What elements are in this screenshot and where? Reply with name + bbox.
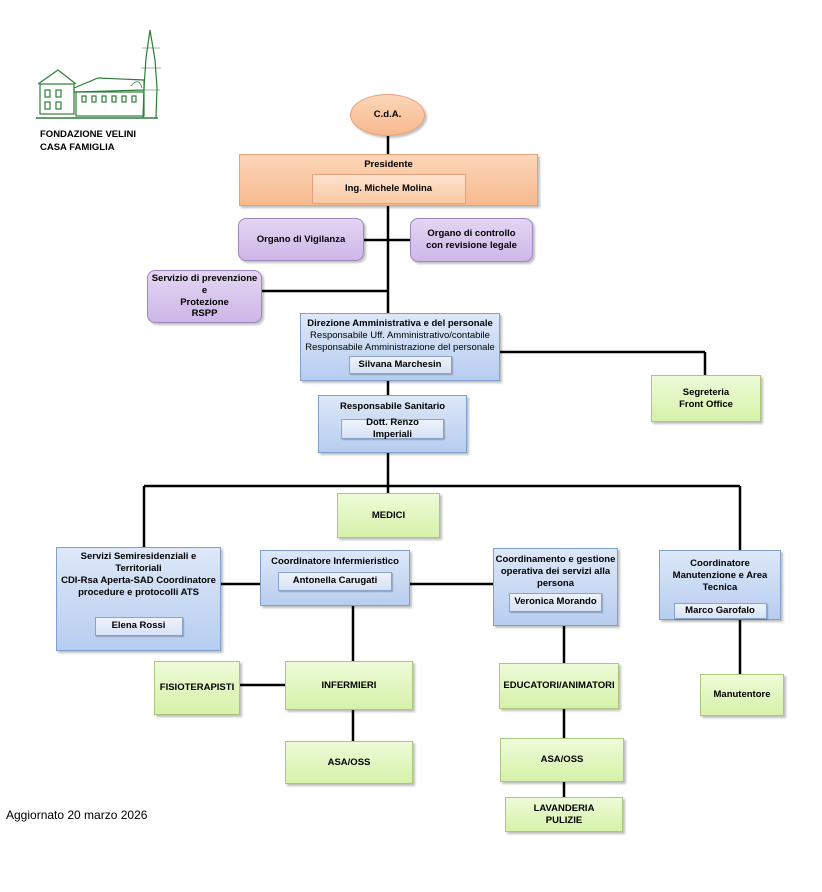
node-coordinatore-infermieristico: Coordinatore Infermieristico Antonella C… bbox=[260, 550, 410, 606]
rspp-line1: Servizio di prevenzione e bbox=[151, 272, 258, 296]
node-direzione: Direzione Amministrativa e del personale… bbox=[300, 313, 500, 381]
fisioterapisti-label: FISIOTERAPISTI bbox=[159, 682, 235, 694]
node-segreteria: Segreteria Front Office bbox=[651, 375, 761, 422]
infermieristico-title: Coordinatore Infermieristico bbox=[271, 556, 399, 567]
vigilanza-label: Organo di Vigilanza bbox=[256, 233, 346, 245]
lavanderia-line1: LAVANDERIA bbox=[533, 802, 595, 814]
sanitario-person: Dott. Renzo Imperiali bbox=[341, 417, 444, 440]
node-organo-controllo: Organo di controllo con revisione legale bbox=[410, 218, 533, 262]
manutenzione-line1: Coordinatore Manutenzione e Area bbox=[672, 558, 768, 581]
semiresidenziali-line1: Servizi Semiresidenziali e Territoriali bbox=[80, 551, 197, 574]
org-name-line1: FONDAZIONE VELINI bbox=[40, 129, 137, 140]
node-manutentore: Manutentore bbox=[700, 674, 784, 716]
cda-label: C.d.A. bbox=[373, 109, 402, 121]
logo bbox=[36, 28, 161, 123]
node-coordinamento-gestione: Coordinamento e gestione operativa dei s… bbox=[493, 548, 618, 626]
gestione-person: Veronica Morando bbox=[509, 592, 602, 612]
node-infermieri: INFERMIERI bbox=[285, 661, 413, 710]
infermieristico-person: Antonella Carugati bbox=[278, 571, 392, 591]
node-cda: C.d.A. bbox=[350, 94, 425, 136]
org-name-line2: CASA FAMIGLIA bbox=[40, 142, 115, 154]
direzione-line3: Responsabile Amministrazione del persona… bbox=[305, 341, 495, 353]
asa2-label: ASA/OSS bbox=[540, 754, 584, 766]
node-medici: MEDICI bbox=[337, 493, 440, 538]
semiresidenziali-line2: CDI-Rsa Aperta-SAD Coordinatore bbox=[61, 574, 216, 586]
direzione-person: Silvana Marchesin bbox=[348, 355, 452, 374]
node-asa-oss-1: ASA/OSS bbox=[285, 741, 413, 784]
educatori-label: EDUCATORI/ANIMATORI bbox=[503, 680, 615, 692]
controllo-line1: Organo di controllo bbox=[427, 228, 516, 240]
organization-name: FONDAZIONE VELINI CASA FAMIGLIA bbox=[40, 128, 160, 155]
node-responsabile-sanitario: Responsabile Sanitario Dott. Renzo Imper… bbox=[318, 395, 467, 453]
direzione-line2: Responsabile Uff. Amministrativo/contabi… bbox=[310, 329, 490, 341]
node-presidente: Presidente Ing. Michele Molina bbox=[239, 154, 538, 206]
infermieri-label: INFERMIERI bbox=[321, 679, 377, 691]
rspp-line3: RSPP bbox=[191, 308, 218, 320]
medici-label: MEDICI bbox=[371, 509, 406, 521]
presidente-person: Ing. Michele Molina bbox=[311, 173, 466, 204]
manutenzione-line2: Tecnica bbox=[702, 581, 738, 593]
semiresidenziali-line3: procedure e protocolli ATS bbox=[78, 586, 199, 598]
gestione-line1: Coordinamento e gestione bbox=[495, 554, 616, 565]
rspp-line2: Protezione bbox=[180, 296, 229, 308]
gestione-line3: persona bbox=[537, 577, 574, 589]
direzione-title: Direzione Amministrativa e del personale bbox=[307, 318, 493, 329]
segreteria-line2: Front Office bbox=[679, 398, 733, 410]
house-drawing-icon bbox=[36, 29, 161, 119]
semiresidenziali-person: Elena Rossi bbox=[94, 616, 183, 636]
node-fisioterapisti: FISIOTERAPISTI bbox=[154, 661, 240, 715]
node-educatori-animatori: EDUCATORI/ANIMATORI bbox=[499, 663, 619, 709]
update-date: Aggiornato 20 marzo 2026 bbox=[6, 808, 148, 822]
node-organo-vigilanza: Organo di Vigilanza bbox=[238, 218, 364, 261]
segreteria-line1: Segreteria bbox=[682, 386, 730, 398]
node-servizi-semiresidenziali: Servizi Semiresidenziali e Territoriali … bbox=[56, 547, 221, 651]
controllo-line2: con revisione legale bbox=[426, 240, 517, 251]
node-coordinatore-manutenzione: Coordinatore Manutenzione e Area Tecnica… bbox=[659, 550, 781, 620]
manutentore-label: Manutentore bbox=[713, 689, 771, 701]
presidente-title: Presidente bbox=[364, 159, 413, 170]
node-asa-oss-2: ASA/OSS bbox=[500, 738, 624, 782]
sanitario-title: Responsabile Sanitario bbox=[339, 401, 446, 412]
node-rspp: Servizio di prevenzione e Protezione RSP… bbox=[147, 270, 262, 323]
asa1-label: ASA/OSS bbox=[327, 756, 371, 768]
node-lavanderia-pulizie: LAVANDERIA PULIZIE bbox=[505, 797, 623, 832]
gestione-line2: operativa dei servizi alla bbox=[500, 565, 611, 577]
lavanderia-line2: PULIZIE bbox=[545, 814, 583, 826]
manutenzione-person: Marco Garofalo bbox=[673, 602, 767, 619]
